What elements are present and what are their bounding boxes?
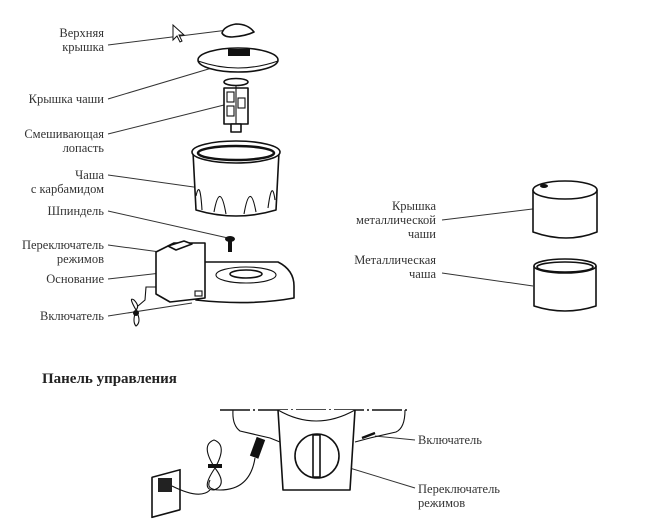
leader-paddle bbox=[107, 103, 229, 135]
control-panel-title: Панель управления bbox=[42, 371, 177, 387]
leader-spindle bbox=[107, 210, 229, 239]
urea-bowl-drawing bbox=[191, 140, 281, 217]
label-bowl-line1: Чаша bbox=[75, 168, 104, 182]
label-spindle: Шпиндель bbox=[47, 204, 104, 218]
leader-power bbox=[107, 302, 193, 317]
leader-lines bbox=[107, 29, 558, 489]
leader-panel-power bbox=[374, 435, 416, 441]
label-metal-bowl-line1: Металлическая bbox=[354, 253, 436, 267]
mixing-paddle-drawing bbox=[223, 77, 249, 133]
plug-drawing bbox=[130, 298, 140, 327]
label-base: Основание bbox=[46, 272, 104, 286]
label-metal-lid-line1: Крышка bbox=[391, 199, 436, 213]
metal-bowl-drawing bbox=[533, 258, 597, 312]
label-urea-bowl: Чаша с карбамидом bbox=[31, 168, 104, 196]
label-top-lid-line1: Верхняя bbox=[59, 26, 104, 40]
bowl-lid-drawing bbox=[197, 47, 279, 73]
leader-mode-switch bbox=[107, 244, 161, 253]
label-metal-lid-line2: металлической bbox=[356, 213, 436, 227]
panel-mode-line1: Переключатель bbox=[418, 482, 501, 496]
control-panel-drawing bbox=[151, 409, 410, 519]
metal-bowl-lid-drawing bbox=[532, 180, 598, 239]
label-metal-lid-line3: чаши bbox=[407, 227, 436, 241]
leader-top-lid bbox=[107, 29, 229, 46]
spindle-drawing bbox=[225, 236, 235, 252]
label-top-lid: Верхняя крышка bbox=[59, 26, 104, 54]
leader-metal-bowl bbox=[441, 272, 534, 287]
label-top-lid-line2: крышка bbox=[62, 40, 104, 54]
label-power-switch: Включатель bbox=[40, 309, 104, 323]
mouse-cursor-icon bbox=[172, 23, 186, 43]
label-metal-bowl-line2: чаша bbox=[408, 267, 436, 281]
label-paddle-line2: лопасть bbox=[62, 141, 104, 155]
label-paddle-line1: Смешивающая bbox=[24, 127, 104, 141]
base-drawing bbox=[137, 240, 295, 307]
label-mode-switch: Переключатель режимов bbox=[22, 238, 104, 266]
label-mode-line2: режимов bbox=[56, 252, 104, 266]
panel-mode-line2: режимов bbox=[418, 496, 466, 510]
top-lid-drawing bbox=[221, 23, 255, 38]
panel-label-power-switch: Включатель bbox=[418, 433, 482, 447]
label-bowl-line2: с карбамидом bbox=[30, 182, 104, 196]
label-mode-line1: Переключатель bbox=[21, 238, 104, 252]
label-mixing-paddle: Смешивающая лопасть bbox=[24, 127, 104, 155]
label-bowl-lid: Крышка чаши bbox=[28, 92, 104, 106]
label-metal-bowl: Металлическая чаша bbox=[354, 253, 436, 281]
label-metal-bowl-lid: Крышка металлической чаши bbox=[356, 199, 436, 241]
panel-label-mode-switch: Переключатель режимов bbox=[418, 482, 500, 510]
